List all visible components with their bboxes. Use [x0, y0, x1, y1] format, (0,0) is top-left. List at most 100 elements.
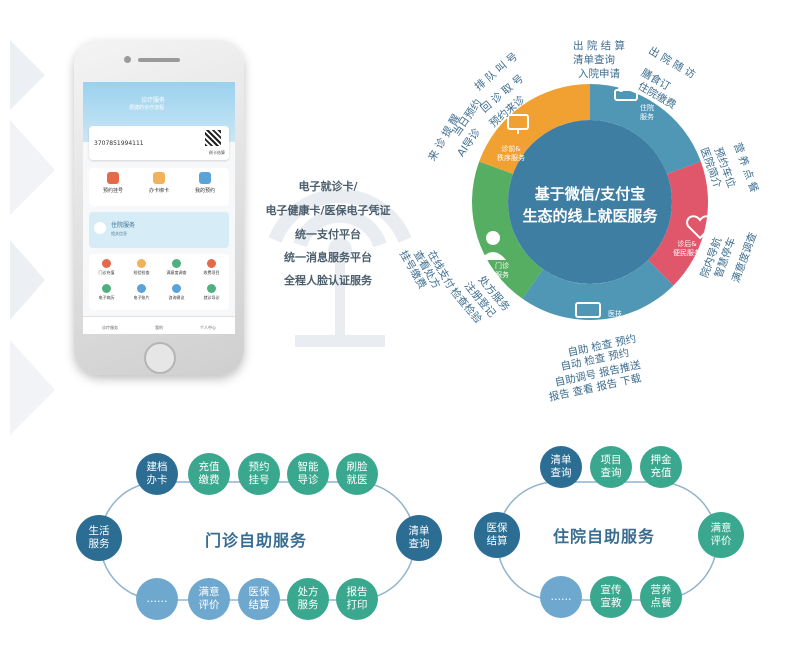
hospital-icon — [94, 222, 106, 234]
medical-card[interactable]: 3707851994111 刷卡结算 — [89, 126, 229, 160]
tab-profile[interactable]: 个人中心 — [200, 325, 216, 330]
doctor-icon — [480, 231, 506, 260]
fee-icon — [207, 259, 216, 268]
pill-more[interactable]: …… — [136, 578, 178, 620]
speaker — [138, 58, 180, 62]
grid-label: 门诊充值 — [98, 270, 115, 275]
middle-line-5: 全程人脸认证服务 — [284, 274, 372, 287]
outpatient-title: 门诊自助服务 — [205, 531, 308, 550]
grid-item[interactable]: 门诊充值 — [89, 259, 124, 276]
grid-item[interactable]: 电子账片 — [124, 284, 159, 301]
quick-item-booking[interactable]: 预约挂号 — [93, 172, 133, 194]
pill-inpatient-more[interactable]: …… — [540, 576, 582, 618]
home-button[interactable] — [144, 342, 176, 374]
wheel-segment-2 — [647, 161, 708, 286]
survey-icon — [172, 259, 181, 268]
broadcast-icon — [268, 188, 412, 347]
pill-education[interactable]: 宣传 宣教 — [590, 576, 632, 618]
outer-label: 出 院 结 算 — [573, 40, 626, 52]
pill-life[interactable]: 生活 服务 — [76, 515, 122, 561]
outer-label: 清单查询 — [573, 54, 615, 66]
middle-line-1: 电子就诊卡/ — [298, 180, 358, 193]
pill-guide[interactable]: 智能 导诊 — [287, 453, 329, 495]
bed-icon — [614, 86, 638, 101]
pill-register[interactable]: 建档 办卡 — [136, 453, 178, 495]
guide-icon — [207, 284, 216, 293]
chat-icon — [172, 284, 181, 293]
outer-label: 入院申请 — [578, 68, 620, 80]
pill-print[interactable]: 报告 打印 — [336, 578, 378, 620]
pill-meal[interactable]: 营养 点餐 — [640, 576, 682, 618]
yuan-icon — [102, 259, 111, 268]
quick-label: 预约挂号 — [102, 188, 123, 194]
segment-label-tech: 医技 服务 — [608, 310, 622, 327]
quick-item-my-booking[interactable]: 我的预约 — [185, 172, 225, 194]
banner-subtitle: 便捷的诊疗流程 — [129, 105, 165, 111]
grid-item[interactable]: 收费项目 — [194, 259, 229, 276]
segment-label-post: 诊后& 便民服务 — [673, 240, 701, 257]
pill-inpatient-insurance[interactable]: 医保 结算 — [474, 512, 520, 558]
scanner-icon — [575, 302, 601, 318]
grid-label: 收费项目 — [203, 270, 220, 275]
grid-item[interactable]: 咨询建议 — [159, 284, 194, 301]
pill-evaluate[interactable]: 满意 评价 — [188, 578, 230, 620]
grid-item[interactable]: 满意度调查 — [159, 259, 194, 276]
wheel-center-line2: 生态的线上就医服务 — [522, 207, 658, 225]
grid-label: 满意度调查 — [166, 270, 187, 275]
service-grid: 门诊充值 检验检查 满意度调查 收费项目 电子病历 电子账片 咨询建议 就诊导诊 — [89, 254, 229, 310]
middle-line-3: 统一支付平台 — [295, 228, 361, 241]
message-title: 住院服务 — [111, 222, 136, 229]
pill-deposit[interactable]: 押金 充值 — [640, 446, 682, 488]
pill-booking[interactable]: 预约 挂号 — [238, 453, 280, 495]
pill-recharge[interactable]: 充值 缴费 — [188, 453, 230, 495]
grid-item[interactable]: 检验检查 — [124, 259, 159, 276]
segment-label-outpatient: 门诊 服务 — [495, 262, 509, 279]
card-icon — [153, 172, 165, 184]
flask-icon — [137, 259, 146, 268]
heart-icon — [686, 215, 714, 240]
segment-label-inpatient: 住院 服务 — [640, 104, 654, 121]
record-icon — [102, 284, 111, 293]
quick-label: 办卡绑卡 — [148, 188, 169, 194]
banner-title: 诊疗服务 — [141, 97, 166, 104]
pill-face[interactable]: 刷脸 就医 — [336, 453, 378, 495]
tab-bar: 诊疗服务 我的 个人中心 — [83, 316, 235, 334]
quick-actions: 预约挂号 办卡绑卡 我的预约 — [89, 168, 229, 206]
wheel-center — [508, 120, 672, 284]
message-card[interactable]: 住院服务 相关信息 — [89, 212, 229, 248]
card-hint: 刷卡结算 — [209, 150, 225, 155]
quick-label: 我的预约 — [194, 188, 215, 194]
message-subtitle: 相关信息 — [111, 231, 127, 236]
grid-label: 电子病历 — [98, 295, 115, 300]
card-number: 3707851994111 — [94, 140, 144, 147]
wheel-segment-4 — [471, 161, 543, 299]
decorative-triangles — [10, 40, 55, 435]
camera — [124, 56, 131, 63]
quick-item-card[interactable]: 办卡绑卡 — [139, 172, 179, 194]
wheel-segment-1 — [590, 84, 701, 174]
pill-item-query[interactable]: 项目 查询 — [590, 446, 632, 488]
wheel-segment-0 — [479, 84, 590, 174]
pill-inpatient-list[interactable]: 清单 查询 — [540, 446, 582, 488]
grid-label: 检验检查 — [133, 270, 150, 275]
pill-inpatient-evaluate[interactable]: 满意 评价 — [698, 512, 744, 558]
grid-item[interactable]: 电子病历 — [89, 284, 124, 301]
phone-mockup: 诊疗服务 便捷的诊疗流程 3707851994111 刷卡结算 预约挂号 办卡绑… — [74, 40, 244, 375]
outer-label: 营 养 点 餐 — [731, 141, 761, 195]
pill-insurance[interactable]: 医保 结算 — [238, 578, 280, 620]
monitor-icon — [507, 114, 529, 134]
wheel-segment-3 — [522, 259, 674, 320]
segment-label-pre: 诊前& 秩序服务 — [497, 145, 525, 162]
tab-mine[interactable]: 我的 — [155, 325, 163, 330]
grid-label: 咨询建议 — [168, 295, 185, 300]
tab-service[interactable]: 诊疗服务 — [102, 325, 118, 330]
film-icon — [137, 284, 146, 293]
plus-icon — [107, 172, 119, 184]
middle-line-4: 统一消息服务平台 — [284, 251, 372, 264]
qr-code-icon[interactable] — [205, 130, 221, 146]
pill-prescription[interactable]: 处方 服务 — [287, 578, 329, 620]
phone-screen: 诊疗服务 便捷的诊疗流程 3707851994111 刷卡结算 预约挂号 办卡绑… — [83, 82, 235, 334]
pill-list[interactable]: 清单 查询 — [396, 515, 442, 561]
grid-item[interactable]: 就诊导诊 — [194, 284, 229, 301]
grid-label: 就诊导诊 — [203, 295, 220, 300]
